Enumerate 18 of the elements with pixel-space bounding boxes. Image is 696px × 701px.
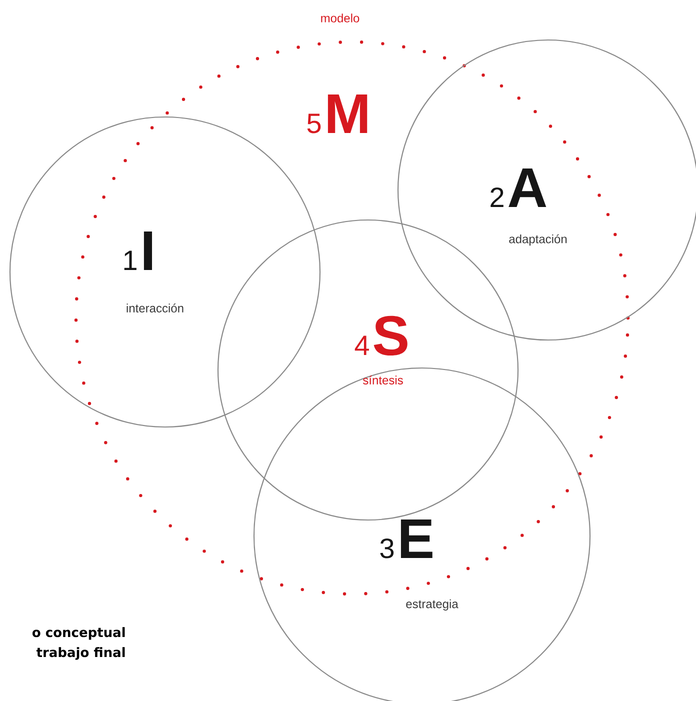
caption-line: o conceptual: [32, 627, 125, 640]
letter: M: [328, 94, 368, 133]
word: modelo: [321, 14, 360, 22]
caption-line: trabajo final: [36, 647, 125, 660]
word: síntesis: [363, 376, 403, 384]
letter: S: [374, 316, 408, 356]
letter: E: [400, 519, 432, 558]
number: 4: [354, 336, 369, 355]
number: 3: [380, 538, 394, 558]
word: estrategia: [406, 599, 458, 611]
dotted-circle: [74, 40, 630, 596]
number: 1: [124, 250, 136, 270]
number: 2: [490, 187, 504, 207]
word: adaptación: [509, 234, 567, 246]
word: interacción: [126, 304, 184, 312]
letter: A: [508, 168, 546, 207]
number: 5: [307, 114, 321, 134]
letter: I: [144, 231, 152, 270]
